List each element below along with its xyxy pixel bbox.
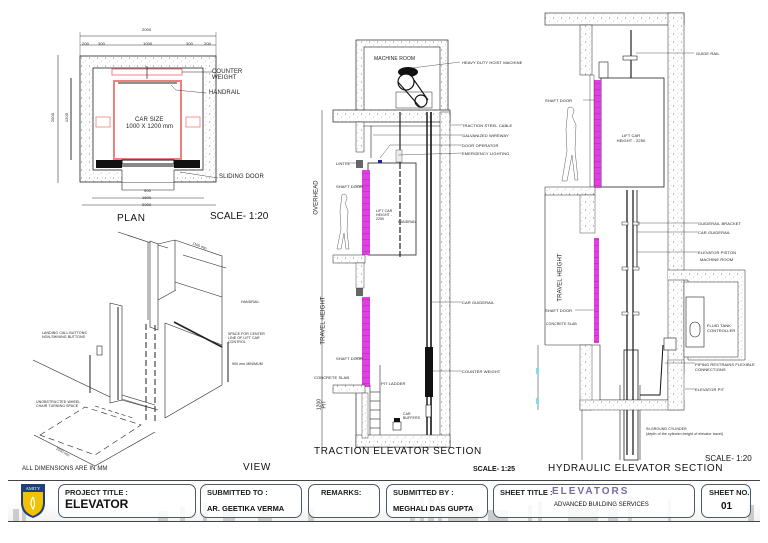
traction-emergency-lighting-label: EMERGENCY LIGHTING	[462, 151, 510, 156]
hydraulic-guide-rail-label: GUIDE RAIL	[696, 51, 720, 56]
traction-scale: SCALE- 1:25	[473, 466, 516, 473]
plan-dim-seg-2: 300	[98, 41, 105, 46]
view-title: VIEW	[243, 462, 271, 473]
sheet-title-box: SHEET TITLE : ELEVATORS ADVANCED BUILDIN…	[493, 484, 695, 518]
hydraulic-title: HYDRAULIC ELEVATOR SECTION	[548, 463, 724, 474]
traction-pit-ladder-label: PIT LADDER	[381, 381, 406, 386]
traction-machine-room-label: MACHINE ROOM	[374, 56, 416, 62]
hydraulic-shaft-door-1-label: SHAFT DOOR	[545, 98, 573, 103]
plan-dim-bottom-inner: 1600	[142, 195, 152, 200]
project-title-key: PROJECT TITLE :	[65, 488, 128, 497]
hydraulic-drawing	[536, 12, 746, 461]
plan-dim-door: 900	[144, 188, 151, 193]
hydraulic-elevator-pit-label: ELEVATOR PIT	[695, 387, 725, 392]
plan-title: PLAN	[117, 213, 146, 224]
traction-hoist-machine-label: HEAVY DUTY HOIST MACHINE	[462, 60, 523, 65]
hydraulic-lift-car-label: LIFT CAR HEIGHT - 2250	[616, 133, 646, 143]
hydraulic-car-guiderail-label: CAR GUIDERAIL	[698, 230, 731, 235]
traction-counter-weight-label: COUNTER WEIGHT	[462, 369, 501, 374]
remarks-key: REMARKS:	[321, 488, 362, 497]
traction-wireway-label: GALVANIZED WIREWAY	[462, 133, 509, 138]
traction-title: TRACTION ELEVATOR SECTION	[314, 446, 482, 457]
traction-steel-cable-label: TRACTION STEEL CABLE	[462, 123, 513, 128]
view-space-center-label: SPACE FOR CENTER LINE OF LIFT CAR CONTRO…	[228, 332, 265, 344]
traction-overhead-label: OVERHEAD	[313, 180, 320, 215]
plan-handrail-label: HANDRAIL	[209, 90, 241, 96]
plan-dim-seg-5: 200	[204, 41, 211, 46]
hydraulic-concrete-slab-label: CONCRETE SLAB	[546, 322, 577, 326]
traction-car-guiderail-label: CAR GUIDERAIL	[462, 300, 495, 305]
traction-handrail-label: HANDRAIL	[398, 220, 417, 224]
traction-drawing	[321, 39, 463, 450]
view-handrail-label: HANDRAIL	[241, 300, 260, 304]
plan-dim-seg-3: 1000	[143, 41, 153, 46]
hydraulic-fluid-tank-label: FLUID TANK CONTROLLER	[707, 323, 736, 333]
hydraulic-shaft-door-2-label: SHAFT DOOR	[545, 308, 573, 313]
hydraulic-scale: SCALE- 1:20	[705, 454, 752, 463]
dimensions-note: ALL DIMENSIONS ARE IN MM	[22, 466, 108, 472]
submitted-by-value: MEGHALI DAS GUPTA	[393, 504, 474, 513]
plan-dim-top-overall: 2000	[142, 27, 152, 32]
hydraulic-elevator-piston-label: ELEVATOR PISTON	[698, 250, 737, 255]
traction-concrete-slab-label: CONCRETE SLAB	[314, 375, 350, 380]
plan-scale: SCALE- 1:20	[210, 211, 269, 222]
traction-door-operator-label: DOOR OPERATOR	[462, 143, 499, 148]
plan-dim-seg-1: 200	[82, 41, 89, 46]
traction-lift-car-label: LIFT CAR HEIGHT - 2250	[376, 209, 393, 221]
remarks-box: REMARKS:	[308, 484, 380, 518]
hydraulic-machine-room-label: MACHINE ROOM	[700, 257, 734, 262]
view-landing-buttons-label: LANDING CALL BUTTONS NON-SHINING BUTTONS	[42, 331, 87, 339]
view-height-note: 900 mm MINIMUM	[232, 362, 263, 366]
traction-travel-height-label: TRAVEL HEIGHT	[320, 296, 327, 345]
title-block: AMITY PROJECT TITLE : ELEVATOR SUBMITTED…	[8, 480, 760, 522]
plan-dim-left-inner: 1200	[64, 112, 70, 123]
traction-shaft-door-2-label: SHAFT DOOR	[336, 356, 364, 361]
project-title-box: PROJECT TITLE : ELEVATOR	[58, 484, 196, 518]
svg-text:AMITY: AMITY	[26, 486, 41, 491]
sheet-no-box: SHEET NO. 01	[701, 484, 751, 518]
plan-drawing	[57, 32, 219, 206]
plan-car-size-value: 1000 X 1200 mm	[126, 124, 174, 130]
hydraulic-cylinder-note: (depth of the cylinder=height of elevato…	[646, 432, 724, 436]
view-wheelchair-label: UNOBSTRUCTED WHEEL CHAIR TURNING SPACE	[36, 400, 81, 408]
plan-dim-bottom-overall: 2000	[142, 202, 152, 207]
traction-pit-label: PIT	[321, 400, 328, 409]
plan-counter-weight-label: COUNTER WEIGHT	[212, 69, 243, 81]
submitted-to-key: SUBMITTED TO :	[207, 488, 268, 497]
sheet-no-key: SHEET NO.	[709, 488, 750, 497]
sheet-title-key: SHEET TITLE :	[500, 488, 553, 497]
submitted-by-box: SUBMITTED BY : MEGHALI DAS GUPTA	[386, 484, 488, 518]
submitted-to-box: SUBMITTED TO : AR. GEETIKA VERMA	[200, 484, 302, 518]
traction-shaft-door-1-label: SHAFT DOOR	[336, 184, 364, 189]
sheet-title-value: ELEVATORS	[552, 486, 630, 497]
submitted-to-value: AR. GEETIKA VERMA	[207, 504, 285, 513]
amity-logo: AMITY	[20, 483, 46, 519]
sheet-subtitle: ADVANCED BUILDING SERVICES	[554, 502, 649, 508]
plan-dim-left-overall: 2000	[50, 112, 56, 123]
hydraulic-guiderail-bracket-label: GUIDERAIL BRACKET	[698, 221, 742, 226]
view-drawing	[32, 231, 229, 467]
traction-lintel-label: LINTEL	[336, 161, 351, 166]
submitted-by-key: SUBMITTED BY :	[393, 488, 454, 497]
hydraulic-travel-height-label: TRAVEL HEIGHT	[557, 253, 564, 302]
traction-car-buffers-label: CAR BUFFERS	[403, 412, 421, 420]
sheet-no-value: 01	[721, 501, 733, 512]
project-title-value: ELEVATOR	[65, 497, 129, 511]
hydraulic-cylinder-label: IN-GROUND CYLINDER	[646, 427, 687, 431]
plan-dim-seg-4: 300	[186, 41, 193, 46]
plan-car-size-label: CAR SIZE	[135, 117, 164, 123]
plan-sliding-door-label: SLIDING DOOR	[219, 174, 264, 180]
hydraulic-piping-label: PIPING RESTRAINS FLEXIBLE CONNECTIONS	[695, 362, 755, 372]
